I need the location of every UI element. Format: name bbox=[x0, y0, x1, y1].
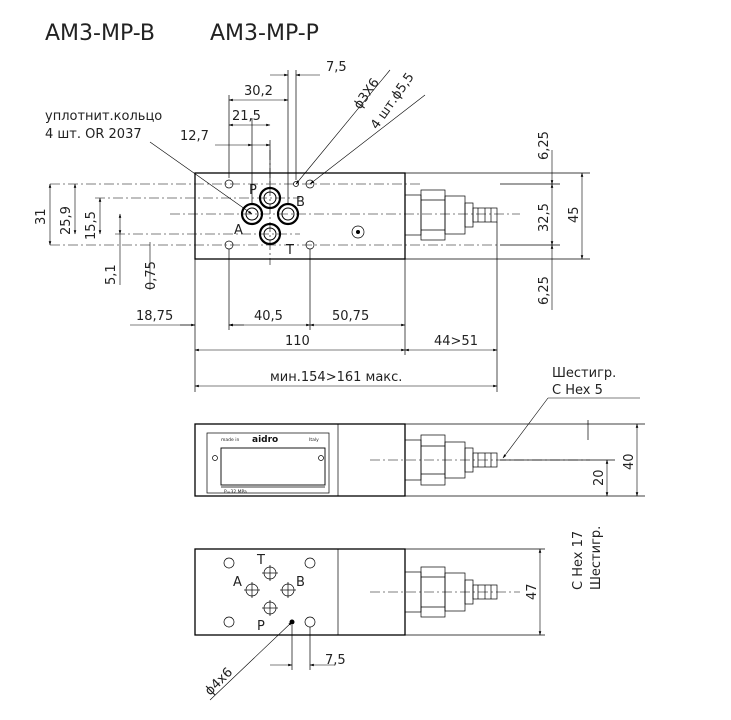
valve-body-top bbox=[194, 172, 406, 260]
dim-45: 45 bbox=[567, 206, 582, 223]
dim-50-75: 50,75 bbox=[332, 309, 369, 324]
dim-31: 31 bbox=[34, 208, 49, 225]
hole-3x6-label: ϕ3X6 bbox=[351, 76, 383, 112]
dim-44-51: 44>51 bbox=[434, 334, 478, 349]
hole-4x6-label: ϕ4x6 bbox=[202, 665, 236, 699]
dim-6-25-top: 6,25 bbox=[537, 131, 552, 160]
port-label-b-bottom: B bbox=[296, 575, 305, 590]
hex5-label-line2: C Hex 5 bbox=[552, 383, 603, 398]
port-label-a: A bbox=[234, 223, 243, 238]
dim-total-length: мин.154>161 макс. bbox=[270, 370, 402, 385]
dim-7-5-top: 7,5 bbox=[326, 60, 347, 75]
hex17-label-line1: C Hex 17 bbox=[571, 531, 586, 590]
mount-hole-icon bbox=[223, 616, 235, 628]
dim-47: 47 bbox=[525, 583, 540, 600]
port-label-t-bottom: T bbox=[256, 553, 265, 568]
cartridge-top bbox=[404, 189, 498, 241]
dim-110: 110 bbox=[285, 334, 310, 349]
dim-20: 20 bbox=[592, 469, 607, 486]
dim-7-5-bottom: 7,5 bbox=[325, 653, 346, 668]
port-label-p-bottom: P bbox=[257, 619, 265, 634]
dim-12-7: 12,7 bbox=[180, 129, 209, 144]
hex5-label-line1: Шестигр. bbox=[552, 366, 616, 381]
dim-40: 40 bbox=[622, 453, 637, 470]
dim-32-5: 32,5 bbox=[537, 203, 552, 232]
mount-hole-icon bbox=[304, 557, 316, 569]
dim-40-5: 40,5 bbox=[254, 309, 283, 324]
port-label-p: P bbox=[249, 183, 257, 198]
port-label-a-bottom: A bbox=[233, 575, 242, 590]
bottom-view: T A B P 47 7,5 ϕ4x6 bbox=[194, 548, 545, 701]
dim-18-75: 18,75 bbox=[136, 309, 173, 324]
plate-brand: aidro bbox=[252, 435, 278, 445]
hex17-label-line2: Шестигр. bbox=[589, 526, 604, 590]
seal-label-line1: уплотнит.кольцо bbox=[45, 109, 162, 124]
dim-5-1: 5,1 bbox=[104, 264, 119, 285]
top-view: P B A T 30,2 21,5 12,7 7,5 уплотнит.коль… bbox=[34, 60, 590, 392]
dim-21-5: 21,5 bbox=[232, 109, 261, 124]
port-label-b: B bbox=[296, 195, 305, 210]
dim-25-9: 25,9 bbox=[59, 206, 74, 235]
seal-label-line2: 4 шт. OR 2037 bbox=[45, 127, 142, 142]
plate-made-in: made in bbox=[221, 437, 239, 443]
mount-hole-icon bbox=[223, 557, 235, 569]
model-title-b: AM3-MP-B bbox=[45, 21, 155, 46]
side-view: made in aidro Italy P=32 MPa 20 40 bbox=[194, 366, 645, 590]
dim-15-5: 15,5 bbox=[84, 211, 99, 240]
port-label-t: T bbox=[285, 243, 294, 258]
model-title-p: AM3-MP-P bbox=[210, 21, 319, 46]
port-group-bottom bbox=[244, 565, 296, 616]
name-plate bbox=[206, 432, 330, 494]
dim-30-2: 30,2 bbox=[244, 84, 273, 99]
plate-pressure: P=32 MPa bbox=[224, 489, 247, 495]
dim-0-75: 0,75 bbox=[144, 261, 159, 290]
dim-6-25-bot: 6,25 bbox=[537, 276, 552, 305]
plate-italy: Italy bbox=[309, 437, 319, 443]
